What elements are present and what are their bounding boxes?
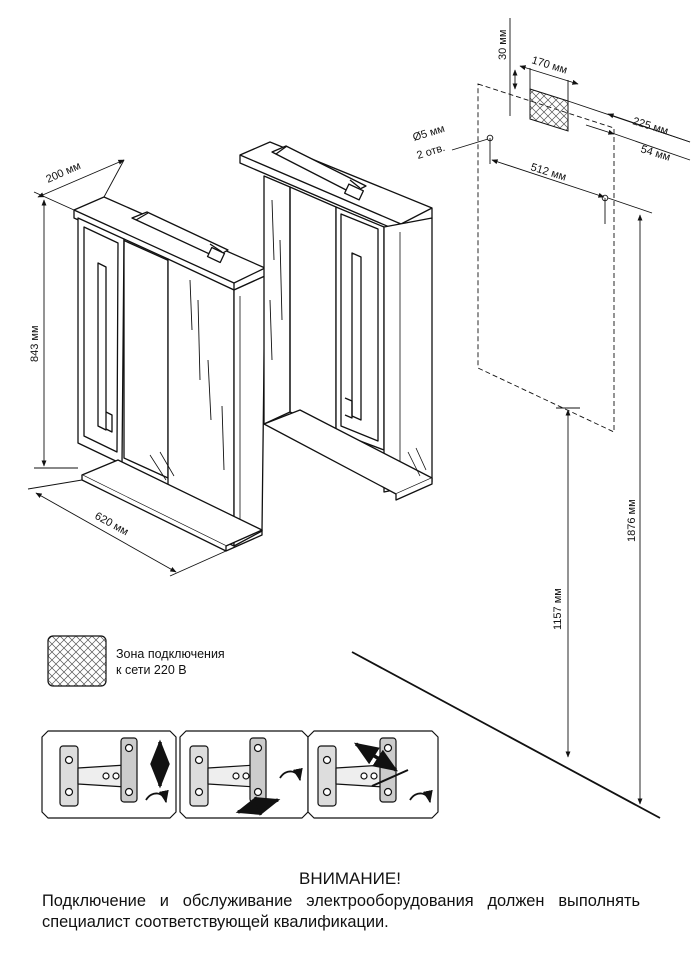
dim-30-label: 30 мм [497,30,509,60]
legend-line-1: Зона подключения [116,647,225,661]
dim-225-label: 225 мм [631,115,669,137]
legend-line-2: к сети 220 В [116,663,187,677]
cabinet-right-door [239,141,433,501]
dim-1876-label: 1876 мм [626,499,638,542]
dimension-lines-left [27,159,227,577]
hole-count-label: 2 отв. [415,142,446,162]
dim-170-label: 170 мм [530,54,568,76]
dimension-lines-right [451,18,691,805]
dim-200-label: 200 мм [44,160,82,186]
warning-title: ВНИМАНИЕ! [299,869,401,888]
connection-zone-swatch [47,635,107,687]
dim-512-label: 512 мм [529,161,567,183]
hinge-3-drawing [317,737,433,807]
dim-54-label: 54 мм [639,143,672,163]
hinge-panels [41,730,439,819]
dim-843-label: 843 мм [29,325,41,362]
legend-label: Зона подключения к сети 220 В [116,646,225,678]
dim-1157-label: 1157 мм [552,588,564,630]
dim-620-label: 620 мм [93,510,131,538]
hinge-2-drawing [189,737,303,816]
cabinet-left-door [73,196,266,552]
hinge-1-drawing [59,737,170,807]
warning-text: Подключение и обслуживание электрооборуд… [42,892,640,931]
hole-diameter-label: Ø5 мм [411,123,446,144]
